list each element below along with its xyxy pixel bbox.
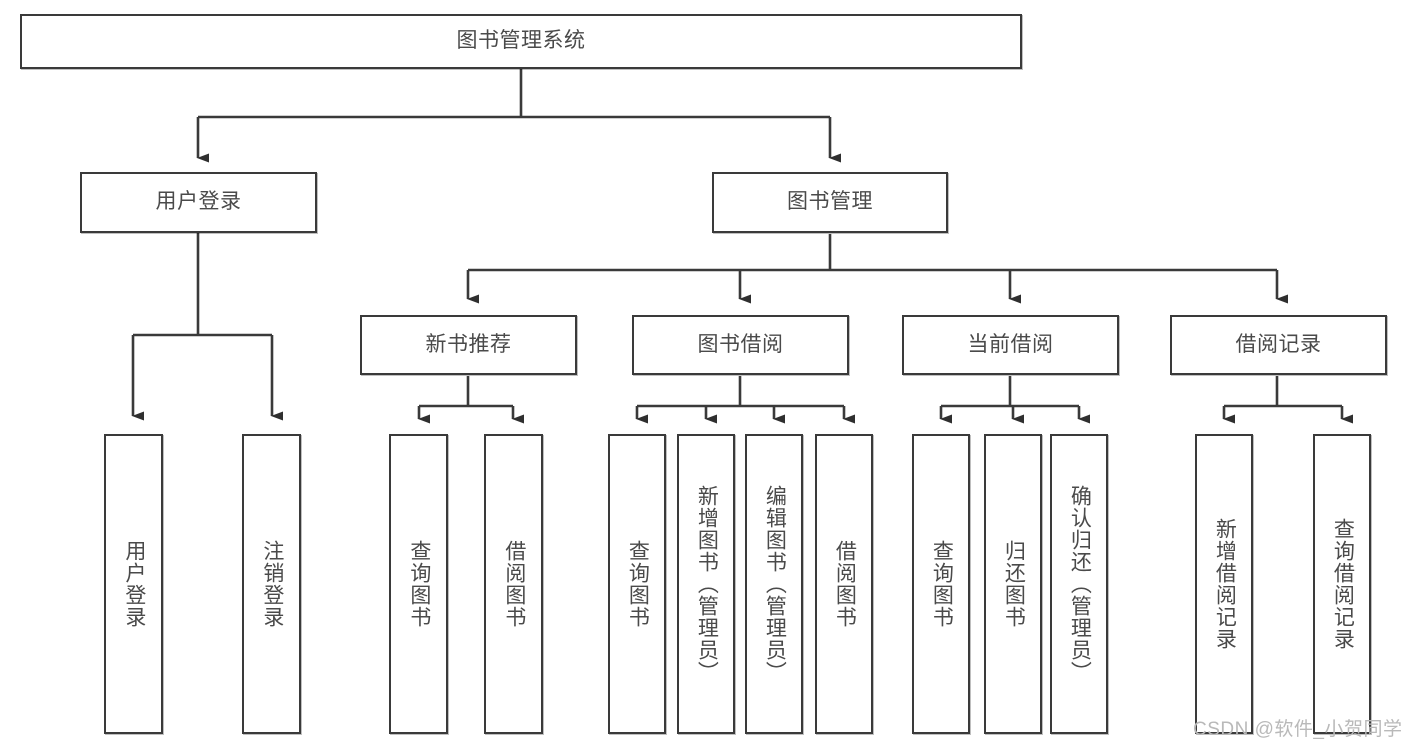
leaf-cb-confirm-return[interactable]: 确认归还（管理员）	[1050, 434, 1108, 734]
leaf-user-login[interactable]: 用户登录	[104, 434, 163, 734]
node-root-system[interactable]: 图书管理系统	[20, 14, 1022, 69]
node-new-book-recommend-label: 新书推荐	[425, 332, 512, 356]
watermark-text: CSDN @软件_小贺同学	[1193, 719, 1403, 740]
leaf-bb-add-book-label: 新增图书（管理员）	[695, 485, 719, 683]
node-user-login-label: 用户登录	[155, 190, 242, 214]
leaf-bb-borrow-book[interactable]: 借阅图书	[815, 434, 873, 734]
leaf-cb-return-book-label: 归还图书	[1002, 540, 1026, 628]
leaf-user-login-label: 用户登录	[122, 540, 146, 628]
leaf-bb-query-book-label: 查询图书	[626, 540, 650, 628]
leaf-bb-query-book[interactable]: 查询图书	[608, 434, 666, 734]
leaf-bb-borrow-book-label: 借阅图书	[833, 540, 857, 628]
node-user-login[interactable]: 用户登录	[80, 172, 317, 233]
leaf-bb-add-book[interactable]: 新增图书（管理员）	[677, 434, 735, 734]
node-current-borrow-label: 当前借阅	[967, 332, 1054, 356]
leaf-cb-return-book[interactable]: 归还图书	[984, 434, 1042, 734]
leaf-nb-borrow-book[interactable]: 借阅图书	[484, 434, 543, 734]
leaf-bb-edit-book-label: 编辑图书（管理员）	[763, 485, 787, 683]
leaf-cb-query-book-label: 查询图书	[930, 540, 954, 628]
leaf-logout[interactable]: 注销登录	[242, 434, 301, 734]
node-borrow-record[interactable]: 借阅记录	[1170, 315, 1387, 375]
node-borrow-record-label: 借阅记录	[1235, 332, 1322, 356]
node-book-manage-label: 图书管理	[787, 190, 873, 214]
leaf-logout-label: 注销登录	[260, 540, 284, 628]
leaf-br-query-record[interactable]: 查询借阅记录	[1313, 434, 1371, 734]
node-book-borrow-label: 图书借阅	[697, 332, 784, 356]
leaf-nb-borrow-book-label: 借阅图书	[502, 540, 526, 628]
node-current-borrow[interactable]: 当前借阅	[902, 315, 1119, 375]
leaf-bb-edit-book[interactable]: 编辑图书（管理员）	[745, 434, 803, 734]
leaf-br-add-record[interactable]: 新增借阅记录	[1195, 434, 1253, 734]
leaf-br-query-record-label: 查询借阅记录	[1331, 518, 1355, 650]
leaf-br-add-record-label: 新增借阅记录	[1213, 518, 1237, 650]
leaf-nb-query-book-label: 查询图书	[407, 540, 431, 628]
node-book-manage[interactable]: 图书管理	[712, 172, 948, 233]
leaf-nb-query-book[interactable]: 查询图书	[389, 434, 448, 734]
leaf-cb-confirm-return-label: 确认归还（管理员）	[1068, 485, 1092, 683]
node-book-borrow[interactable]: 图书借阅	[632, 315, 849, 375]
leaf-cb-query-book[interactable]: 查询图书	[912, 434, 970, 734]
node-new-book-recommend[interactable]: 新书推荐	[360, 315, 577, 375]
node-root-system-label: 图书管理系统	[456, 29, 586, 53]
